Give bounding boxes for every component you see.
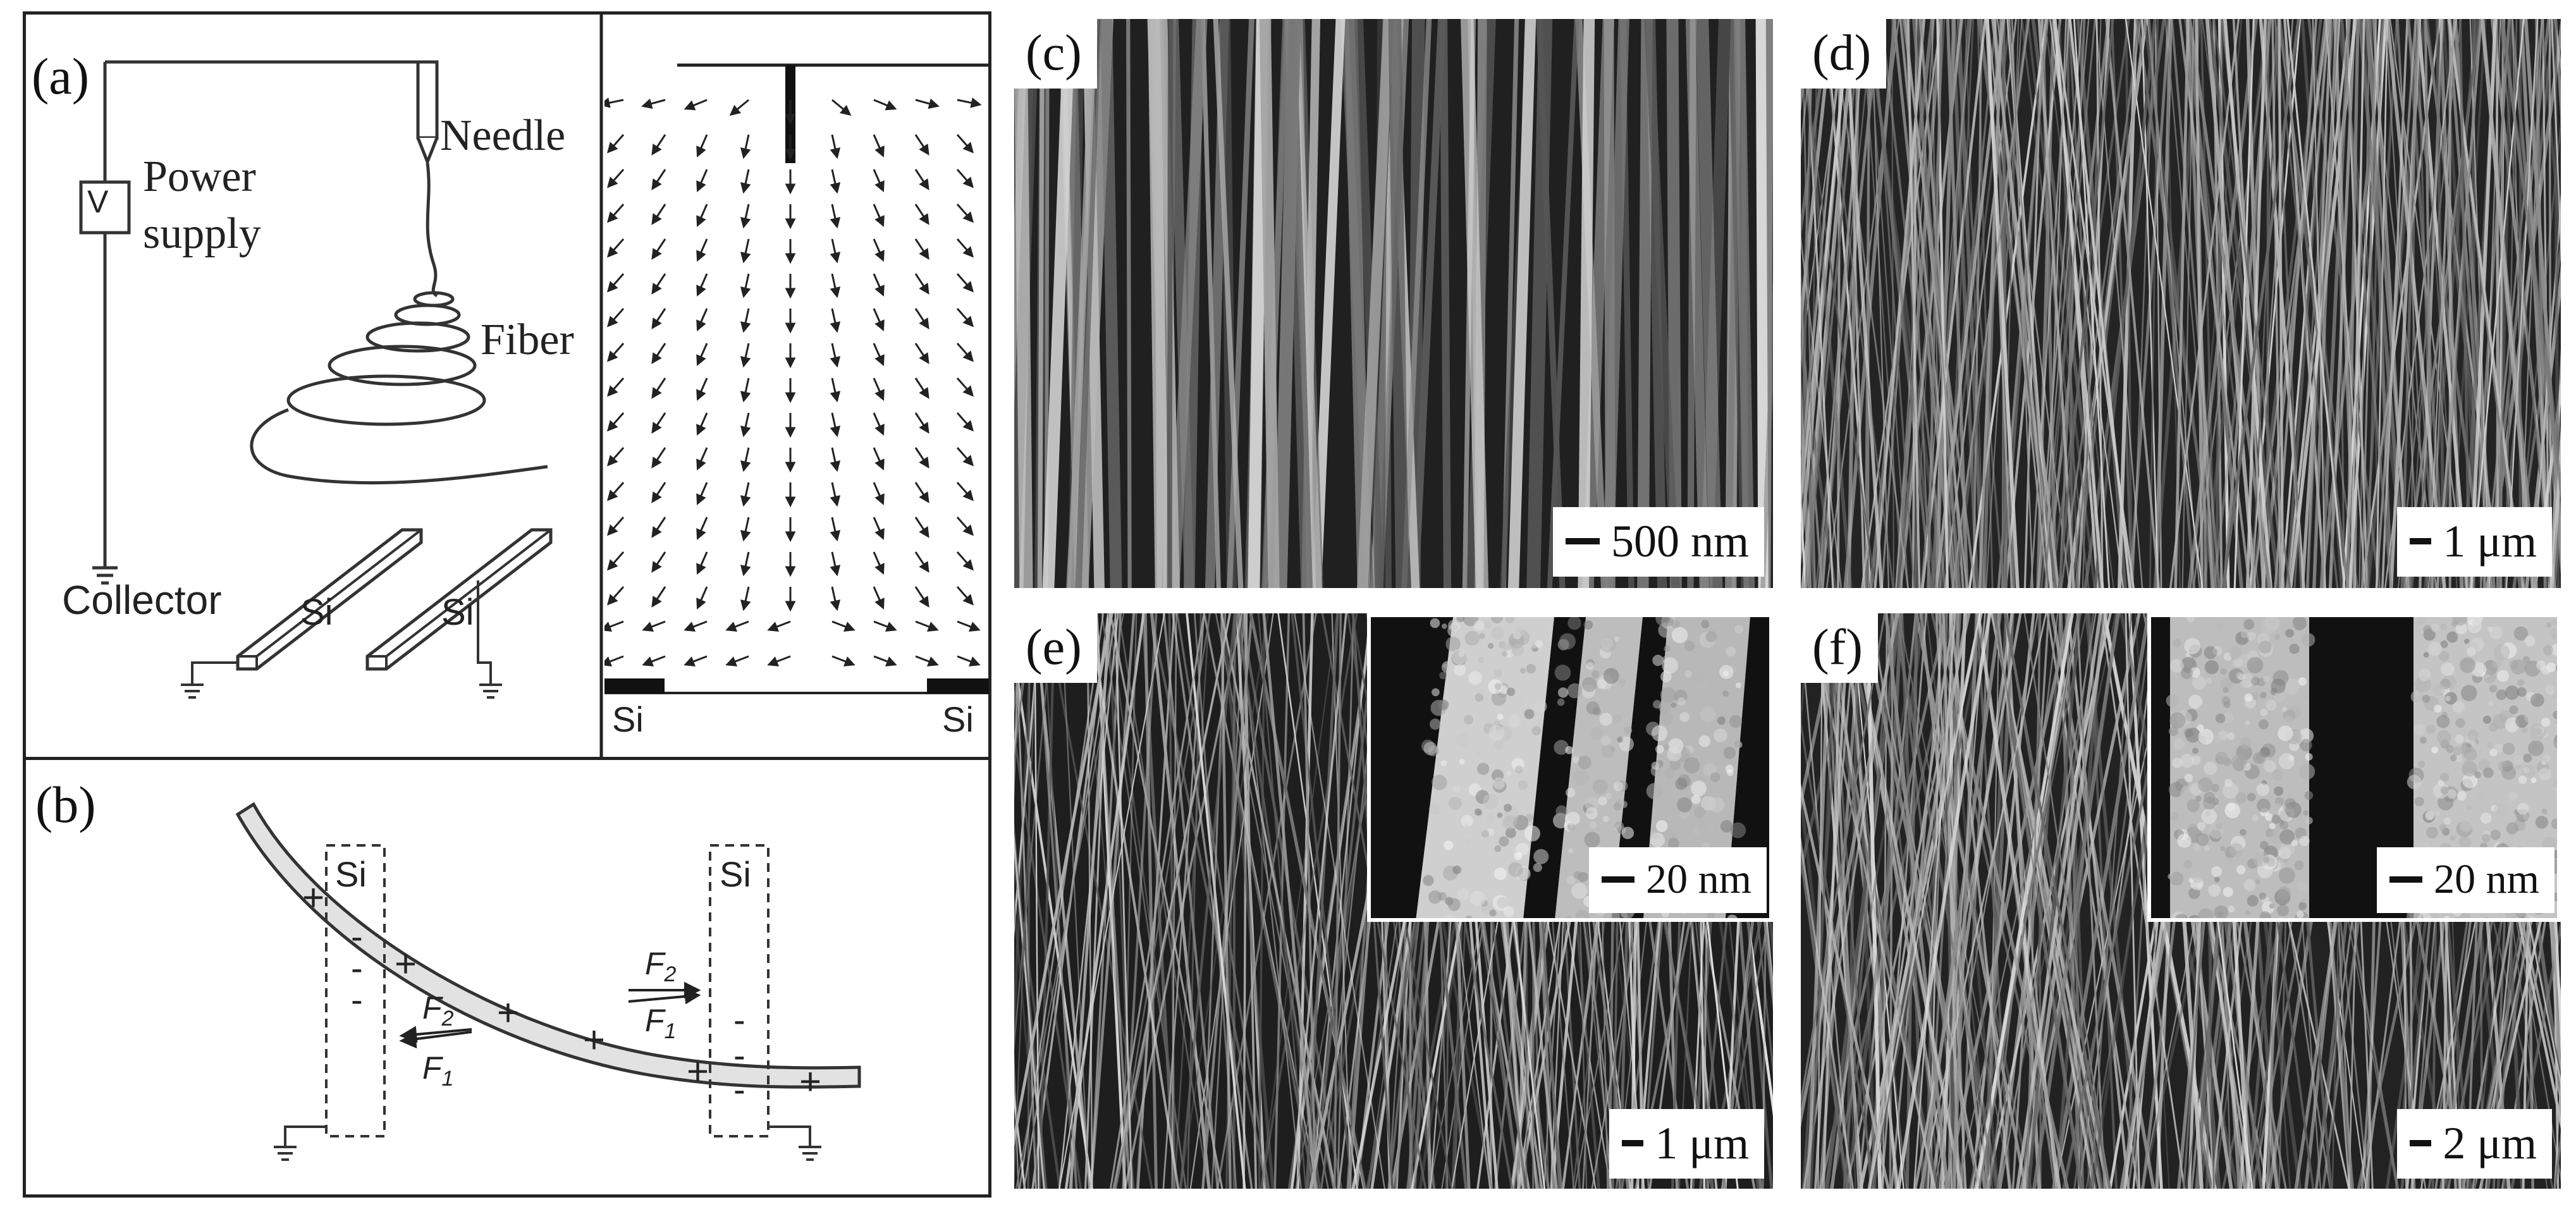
power-supply-label-line1: Power [143, 152, 256, 201]
collector-ground-left-icon [181, 661, 238, 699]
force-arrows-right-icon [628, 981, 701, 1005]
panel-a-schematic [79, 11, 603, 760]
charged-fiber [235, 802, 861, 1089]
scale-bar-line [1622, 1140, 1644, 1146]
scale-bar-c: 500 nm [1552, 507, 1764, 577]
minus-sign: - [733, 1069, 745, 1109]
fiber-jet [426, 162, 438, 298]
inset-scale-bar-f: 20 nm [2377, 847, 2555, 913]
scale-bar-d: 1 μm [2397, 507, 2552, 577]
electrode-box-right [709, 844, 770, 1137]
force-label-f1-right: F1 [645, 1003, 677, 1043]
scale-bar-line [2410, 1140, 2432, 1146]
plus-sign: + [687, 1050, 709, 1093]
panel-c-label: (c) [1014, 19, 1097, 89]
force-label-f2-right: F2 [645, 946, 677, 986]
b-si-left: Si [335, 854, 367, 894]
b-si-right: Si [720, 854, 751, 894]
sem-image-f: (f) 20 nm 2 μm [1801, 613, 2561, 1189]
plus-sign: + [497, 991, 520, 1034]
panel-b [23, 760, 991, 1198]
panel-a-label: (a) [32, 47, 90, 105]
force-label-f1-left: F1 [422, 1050, 454, 1091]
needle-label: Needle [440, 111, 566, 160]
scale-bar-e: 1 μm [1609, 1109, 1764, 1179]
panel-f-label: (f) [1801, 613, 1878, 683]
minus-sign: - [351, 948, 363, 988]
scale-bar-line [1602, 876, 1635, 883]
field-si-right: Si [942, 699, 974, 739]
sem-image-c: (c) 500 nm [1014, 19, 1773, 588]
plus-sign: + [302, 876, 325, 919]
collector-ground-right-icon [477, 580, 502, 699]
electric-field-plot [604, 63, 989, 694]
voltage-box [79, 180, 131, 235]
inset-f: 20 nm [2147, 613, 2561, 922]
minus-sign: - [733, 1035, 745, 1075]
panel-a [23, 11, 991, 760]
inset-e: 20 nm [1367, 613, 1773, 922]
panel-b-schematic [235, 802, 861, 1161]
panel-e-label: (e) [1014, 613, 1097, 683]
inset-scale-bar-e: 20 nm [1589, 847, 1767, 913]
electrode-box-left [325, 844, 386, 1137]
plus-sign: + [583, 1019, 606, 1061]
plus-sign: + [799, 1060, 822, 1103]
collector-label: Collector [62, 577, 222, 623]
scale-bar-f: 2 μm [2397, 1109, 2552, 1179]
power-supply-label-line2: supply [143, 209, 261, 258]
fiber-label: Fiber [481, 316, 574, 364]
sem-image-e: (e) 20 nm 1 μm [1014, 613, 1773, 1189]
force-arrows-left-icon [399, 1026, 472, 1049]
minus-sign: - [733, 1000, 745, 1039]
collector-strip-right [365, 528, 553, 671]
minus-sign: - [351, 916, 363, 956]
panel-b-label: (b) [35, 776, 96, 833]
scale-bar-line [1565, 538, 1600, 544]
minus-sign: - [351, 979, 363, 1019]
field-arrows [604, 97, 982, 666]
ground-right-icon [768, 1125, 821, 1161]
voltage-symbol: V [87, 184, 109, 219]
supply-ground-icon [92, 566, 118, 585]
field-electrode-left [604, 678, 665, 694]
field-si-left: Si [612, 699, 644, 739]
plus-sign: + [395, 943, 417, 985]
collector-strip-left [236, 528, 423, 671]
scale-bar-line [2389, 876, 2423, 883]
panel-d-label: (d) [1801, 19, 1887, 89]
collector-si-right: Si [441, 592, 474, 633]
sem-image-d: (d) 1 μm [1801, 19, 2561, 588]
supply-wire [105, 60, 429, 113]
force-label-f2-left: F2 [422, 990, 454, 1031]
scale-bar-line [2410, 538, 2432, 544]
fiber-spiral [250, 291, 548, 485]
collector-si-left: Si [300, 592, 333, 633]
needle-icon [416, 60, 439, 166]
ground-left-icon [274, 1125, 326, 1161]
field-electrode-right [927, 678, 989, 694]
